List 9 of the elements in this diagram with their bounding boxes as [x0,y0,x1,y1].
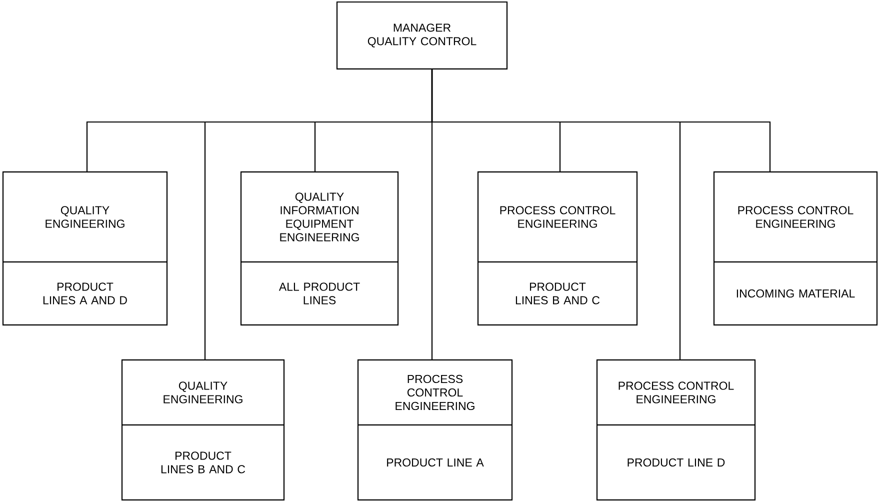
org-box: MANAGER QUALITY CONTROL [336,1,508,70]
org-box: QUALITY INFORMATION EQUIPMENT ENGINEERING ALL PRODUCT LINES [240,171,399,326]
org-box: QUALITY ENGINEERING PRODUCT LINES A AND D [2,171,168,326]
org-box: PROCESS CONTROL ENGINEERING PRODUCT LINE D [596,359,756,501]
org-box: PROCESS CONTROL ENGINEERING PRODUCT LINES B AND C [477,171,638,326]
org-box: QUALITY ENGINEERING PRODUCT LINES B AND C [121,359,285,501]
org-box: PROCESS CONTROL ENGINEERING INCOMING MATERIAL [713,171,878,326]
connector-line [431,68,771,172]
org-box: PROCESS CONTROL ENGINEERING PRODUCT LINE A [357,359,513,501]
